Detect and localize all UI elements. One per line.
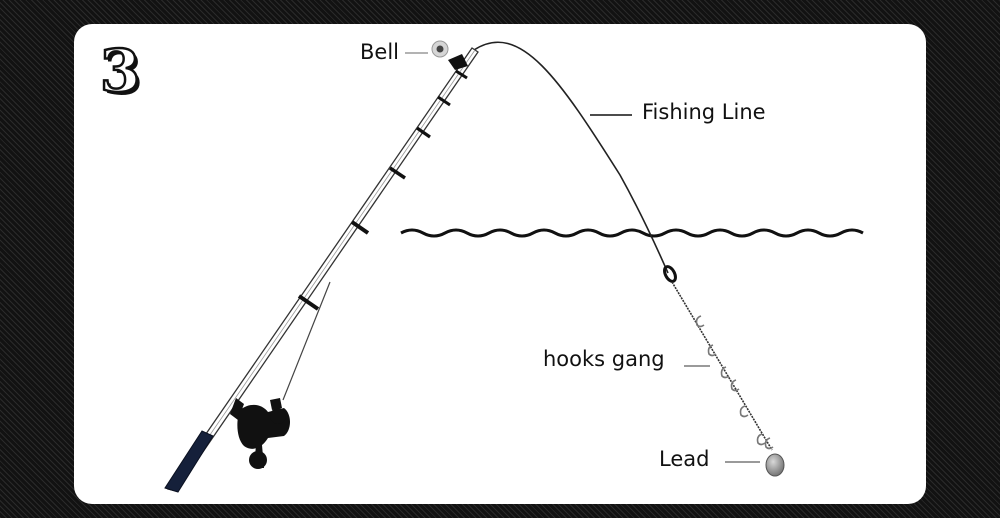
hooks-gang-line [671, 281, 773, 451]
swivel-ring [663, 265, 677, 283]
hook-icon [707, 344, 717, 357]
step-number: 3 [99, 36, 142, 107]
hook-icon [695, 315, 705, 328]
fishing-line-label: Fishing Line [642, 100, 766, 124]
hooks-gang-label: hooks gang [543, 347, 665, 371]
fishing-rod-icon [164, 47, 479, 493]
bell-icon [431, 40, 449, 58]
hook-icon [739, 405, 749, 418]
bell-label: Bell [360, 40, 399, 64]
lead-label: Lead [659, 447, 710, 471]
hook-icon [764, 437, 774, 450]
water-wave-icon [400, 228, 864, 238]
hook-icon [756, 433, 766, 446]
reel-line [282, 281, 331, 401]
sinker-icon [765, 453, 785, 477]
hook-icon [730, 379, 740, 392]
hooks-group [695, 315, 774, 450]
fishing-line [473, 41, 669, 274]
spinning-reel-icon [230, 398, 290, 469]
hook-icon [720, 366, 730, 379]
